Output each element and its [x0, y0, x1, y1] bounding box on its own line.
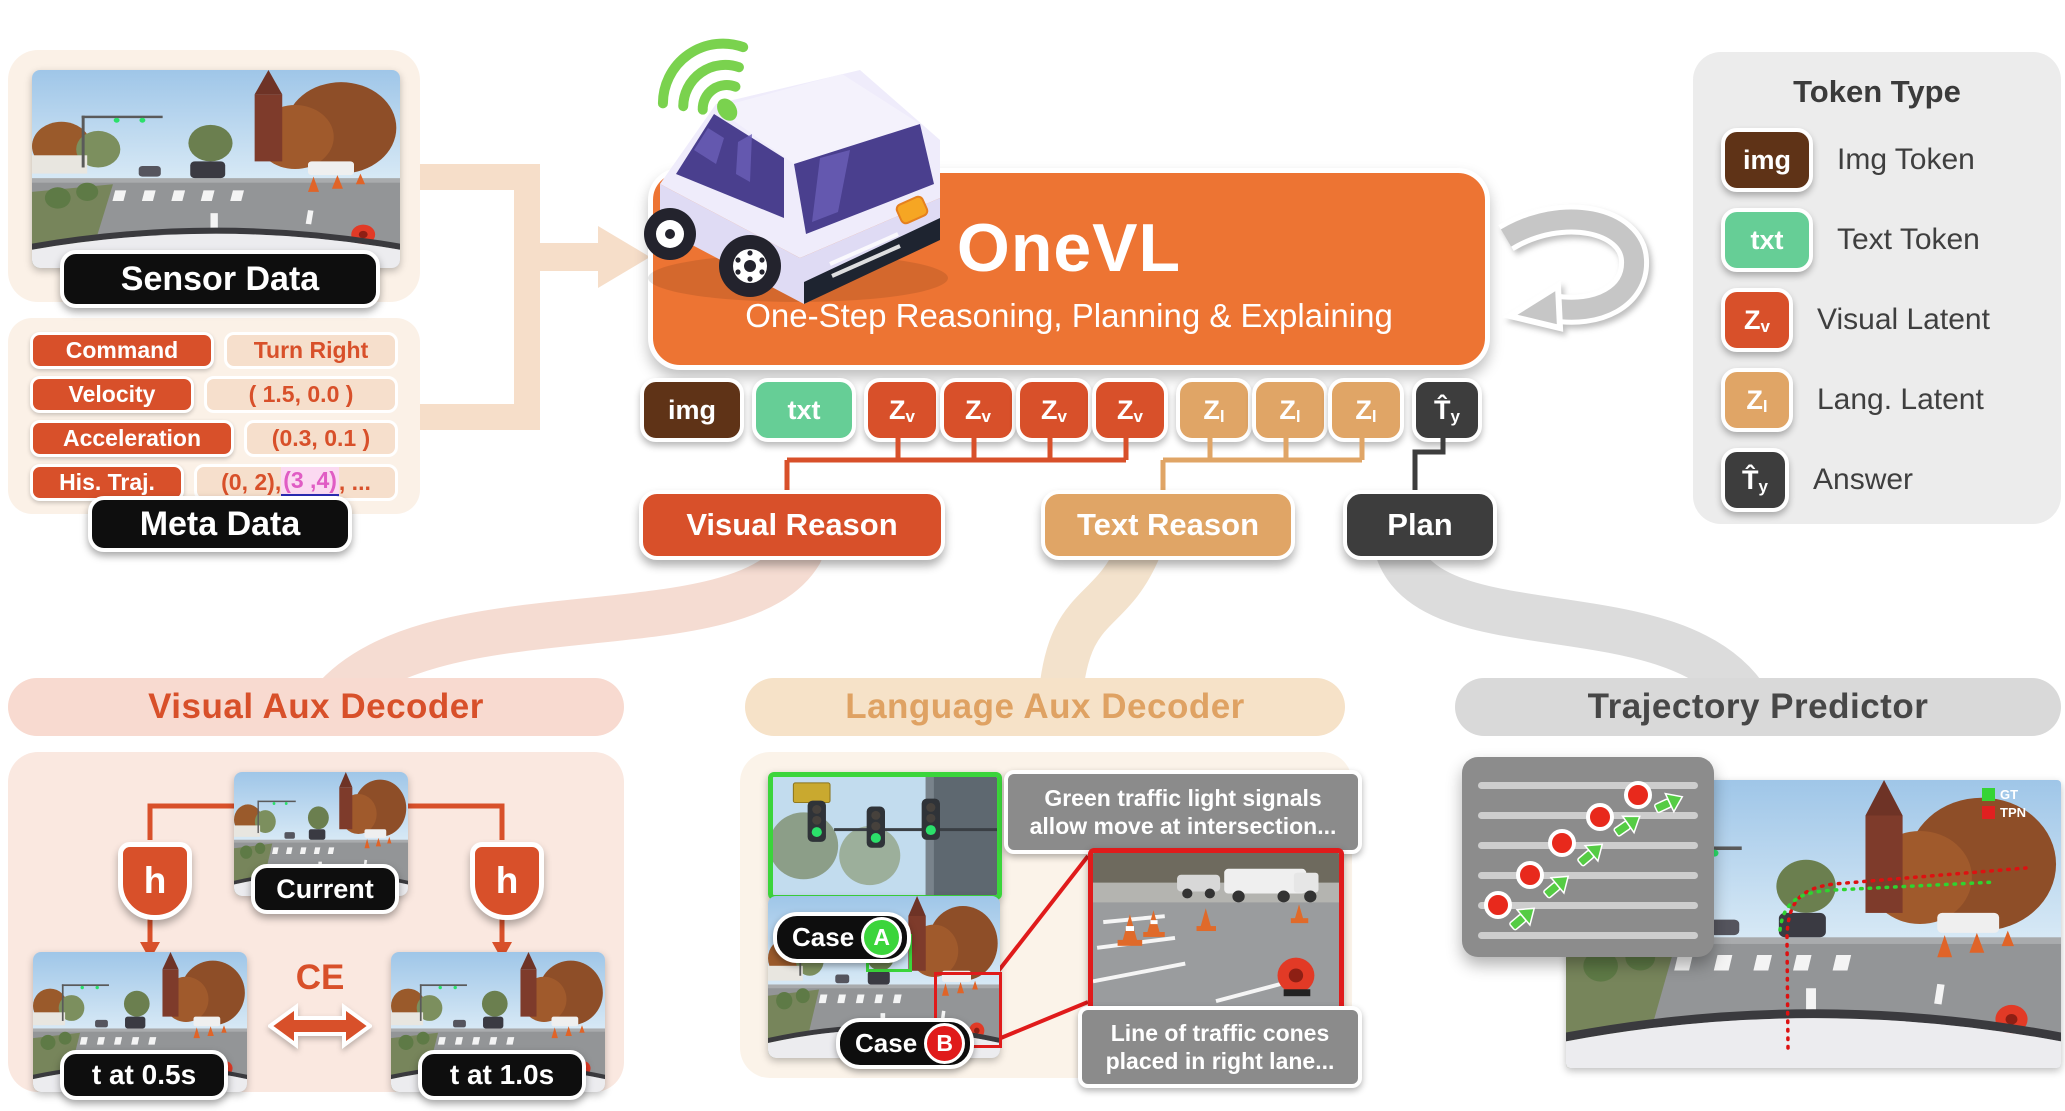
text-reason-button: Text Reason — [1041, 490, 1295, 560]
token-answer: T̂y — [1412, 378, 1482, 442]
sensor-camera-image — [32, 70, 400, 268]
car-icon — [644, 38, 948, 304]
legend-label-txt: Text Token — [1837, 223, 1980, 256]
legend-row-txt: txt Text Token — [1721, 208, 2033, 272]
swoosh-language-connector — [1038, 530, 1160, 724]
legend-row-img: img Img Token — [1721, 128, 2033, 192]
legend-row-answer: T̂y Answer — [1721, 448, 2033, 512]
future-frame-05s-label: t at 0.5s — [60, 1050, 228, 1100]
plan-button: Plan — [1343, 490, 1497, 560]
swoosh-plan-connector — [1375, 527, 1771, 725]
token-txt: txt — [752, 378, 856, 442]
meta-data-label: Meta Data — [88, 496, 352, 552]
language-aux-header: Language Aux Decoder — [745, 678, 1345, 736]
swoosh-visual-connector — [309, 529, 823, 725]
meta-value-acceleration: (0.3, 0.1 ) — [244, 420, 398, 457]
token-img: img — [640, 378, 744, 442]
legend-title: Token Type — [1793, 74, 1961, 109]
case-b-zoom-image — [1088, 848, 1344, 1016]
token-type-legend: Token Type img Img Token txt Text Token … — [1693, 52, 2061, 524]
legend-label-zv: Visual Latent — [1817, 303, 1990, 336]
onevl-title: OneVL — [956, 210, 1182, 286]
meta-row-acceleration: Acceleration (0.3, 0.1 ) — [30, 420, 398, 457]
onevl-subtitle: One-Step Reasoning, Planning & Explainin… — [745, 297, 1393, 334]
case-b-caption: Line of traffic cones placed in right la… — [1078, 1006, 1362, 1088]
case-a-zoom-image — [768, 772, 1002, 900]
ce-loss-label: CE — [295, 958, 345, 997]
encoder-h-right: h — [470, 842, 544, 920]
case-b-label: Case B — [836, 1018, 975, 1069]
case-a-caption: Green traffic light signals allow move a… — [1004, 770, 1362, 854]
ce-arrow-icon — [268, 1003, 372, 1049]
future-frame-10s-label: t at 1.0s — [418, 1050, 586, 1100]
case-a-label: Case A — [773, 912, 912, 963]
visual-reason-button: Visual Reason — [639, 490, 945, 560]
meta-row-velocity: Velocity ( 1.5, 0.0 ) — [30, 376, 398, 413]
loop-arrow-icon — [1498, 204, 1649, 332]
txt-token-chip: txt — [1721, 208, 1813, 272]
encoder-h-left: h — [118, 842, 192, 920]
lane-diagram — [1462, 757, 1714, 957]
answer-token-chip: T̂y — [1721, 448, 1789, 512]
agent-dots — [1484, 781, 1652, 919]
visual-aux-header: Visual Aux Decoder — [8, 678, 624, 736]
meta-data-panel: Command Turn Right Velocity ( 1.5, 0.0 )… — [8, 318, 420, 514]
motion-arrows — [1509, 792, 1684, 931]
wifi-icon — [657, 38, 749, 121]
meta-value-velocity: ( 1.5, 0.0 ) — [204, 376, 398, 413]
trajectory-highlight: (3 ,4) — [281, 467, 339, 498]
sensor-data-label: Sensor Data — [60, 250, 380, 308]
current-frame-label: Current — [251, 864, 399, 914]
meta-key-acceleration: Acceleration — [30, 420, 234, 457]
legend-label-zl: Lang. Latent — [1817, 383, 1984, 416]
meta-row-command: Command Turn Right — [30, 332, 398, 369]
case-a-badge: A — [861, 917, 903, 958]
legend-label-answer: Answer — [1813, 463, 1914, 496]
meta-key-velocity: Velocity — [30, 376, 194, 413]
meta-key-command: Command — [30, 332, 214, 369]
img-token-chip: img — [1721, 128, 1813, 192]
legend-label-img: Img Token — [1837, 143, 1975, 176]
meta-value-command: Turn Right — [224, 332, 398, 369]
trajectory-header: Trajectory Predictor — [1455, 678, 2061, 736]
case-b-badge: B — [924, 1023, 966, 1064]
